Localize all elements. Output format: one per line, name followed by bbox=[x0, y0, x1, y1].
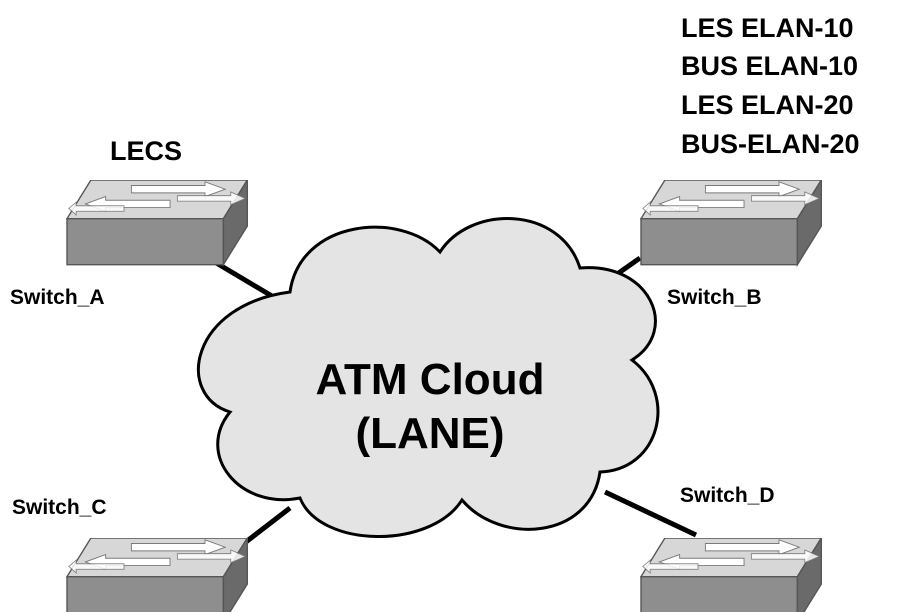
switch-b-label: Switch_B bbox=[667, 286, 762, 309]
link-switch-d bbox=[603, 489, 698, 538]
cloud-subtitle: (LANE) bbox=[355, 409, 504, 458]
atm-cloud-icon bbox=[196, 217, 660, 538]
switch-d-label: Switch_D bbox=[680, 484, 775, 507]
switch-d bbox=[640, 538, 823, 612]
switch-b-role-1: LES ELAN-10 bbox=[681, 13, 854, 43]
switch-b-role-2: BUS ELAN-10 bbox=[681, 51, 858, 81]
cloud-title: ATM Cloud bbox=[316, 355, 545, 404]
switch-icon bbox=[640, 538, 823, 612]
switch-a-label: Switch_A bbox=[10, 286, 105, 309]
switch-icon bbox=[66, 180, 249, 266]
switch-a-role: LECS bbox=[110, 136, 182, 166]
switch-c-label: Switch_C bbox=[12, 496, 107, 519]
switch-c bbox=[66, 538, 249, 612]
switch-b bbox=[640, 180, 823, 266]
switch-icon bbox=[66, 538, 249, 612]
switch-b-role-4: BUS-ELAN-20 bbox=[681, 129, 860, 159]
switch-icon bbox=[640, 180, 823, 266]
switch-a bbox=[66, 180, 249, 266]
switch-b-role-3: LES ELAN-20 bbox=[681, 90, 854, 120]
